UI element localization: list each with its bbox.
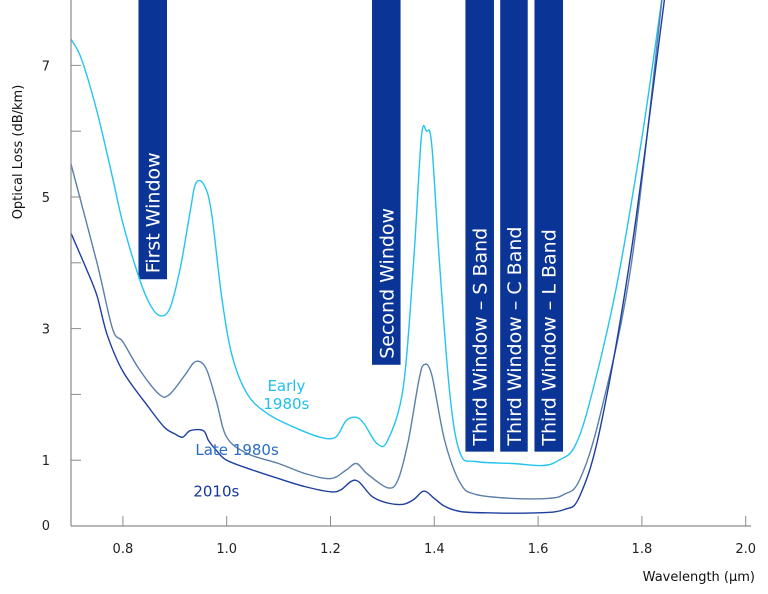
wavelength-bands: First Window Second Window Third Window – … [138,0,564,452]
band-label: Third Window – S Band [470,228,492,447]
axes: 0.8 1.0 1.2 1.4 1.6 1.8 2.0 0 1 3 5 7 Wavelength (… [11,0,756,585]
band-second-window: Second Window [372,0,401,365]
band-label: First Window [143,152,165,273]
series-label: Late 1980s [195,441,279,459]
series-label: 1980s [263,395,309,413]
band-bar [534,0,564,452]
series-label: 2010s [193,482,239,500]
x-tick-label: 0.8 [113,542,134,557]
curve-2010s [71,0,666,514]
band-bar [372,0,401,365]
loss-curves [71,0,666,514]
band-label: Third Window – C Band [504,227,526,447]
series-label: Early [267,377,305,395]
x-ticks: 0.8 1.0 1.2 1.4 1.6 1.8 2.0 [113,516,756,557]
band-bar [500,0,528,452]
curve-early-1980s [71,0,663,467]
y-tick-label: 3 [42,323,50,338]
x-tick-label: 1.6 [528,542,549,557]
y-ticks: 0 1 3 5 7 [42,59,81,534]
curve-late-1980s [71,0,663,500]
band-bar [465,0,494,452]
x-tick-label: 1.0 [216,542,237,557]
band-third-window-s-band: Third Window – S Band [465,0,494,452]
band-third-window-l-band: Third Window – L Band [534,0,564,452]
band-label: Third Window – L Band [539,229,561,446]
x-tick-label: 1.2 [320,542,341,557]
y-tick-label: 1 [42,454,50,469]
band-third-window-c-band: Third Window – C Band [500,0,528,452]
x-tick-label: 1.4 [424,542,445,557]
band-first-window: First Window [138,0,168,280]
x-tick-label: 2.0 [735,542,756,557]
y-tick-label: 0 [42,519,50,534]
x-axis-title: Wavelength (µm) [643,570,755,585]
y-tick-label: 7 [42,59,50,74]
band-label: Second Window [376,208,398,359]
band-bar [138,0,168,280]
x-tick-label: 1.8 [632,542,653,557]
y-tick-label: 5 [42,191,50,206]
y-axis-title: Optical Loss (dB/km) [11,85,26,220]
